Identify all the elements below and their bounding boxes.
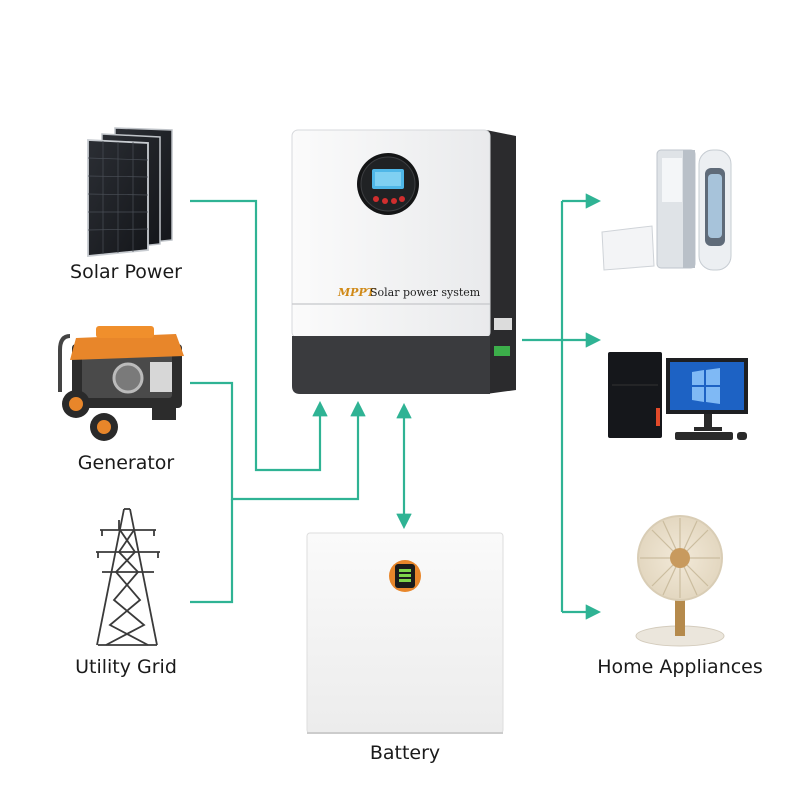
- desk-fan-icon: [635, 515, 725, 647]
- solar-power-label: Solar Power: [70, 261, 182, 283]
- battery-pack-icon: [306, 532, 504, 734]
- utility-grid-label: Utility Grid: [75, 656, 177, 678]
- solar-to-inverter-line: [190, 199, 328, 472]
- inverter-brand: MPPT: [337, 286, 376, 299]
- inverter-model-text: Solar power system: [370, 286, 481, 299]
- battery-label: Battery: [369, 742, 441, 764]
- solar-panel-icon: [87, 127, 173, 257]
- generator-to-inverter-line: [190, 381, 366, 501]
- generator-label: Generator: [77, 452, 175, 474]
- grid-to-inverter-line: [190, 499, 234, 604]
- transmission-tower-icon: [96, 508, 160, 646]
- desktop-computer-icon: [608, 352, 748, 440]
- inverter-icon: [291, 129, 516, 394]
- home-appliances-label: Home Appliances: [597, 656, 763, 678]
- air-conditioner-icon: [601, 149, 732, 271]
- connectors: [190, 193, 602, 620]
- generator-icon: [58, 326, 184, 441]
